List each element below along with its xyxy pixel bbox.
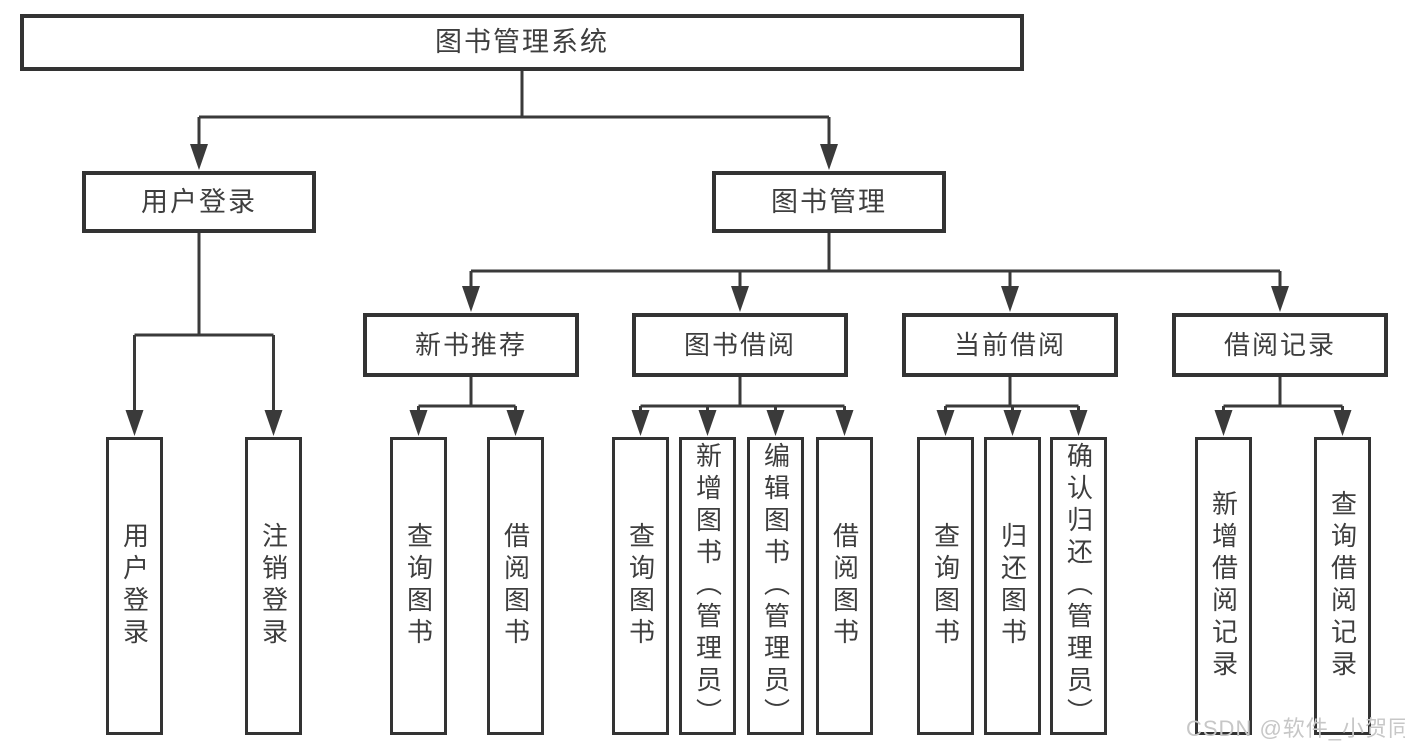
- leaf-label: 查询借阅记录: [1327, 490, 1358, 682]
- node-label: 图书借阅: [683, 330, 796, 360]
- watermark: CSDN @软件_小贺同学: [1186, 716, 1405, 741]
- arrow-down-icon: [698, 410, 717, 436]
- arrow-down-icon: [820, 144, 838, 170]
- leaf-label: 归还图书: [997, 522, 1028, 650]
- leaf-borrowing-borrow-books: 借阅图书: [816, 437, 873, 735]
- leaf-current-return-books: 归还图书: [984, 437, 1041, 735]
- leaf-borrowing-edit-books-admin: 编辑图书（管理员）: [747, 437, 804, 735]
- leaf-current-query-books: 查询图书: [917, 437, 974, 735]
- arrowheads-group: [125, 144, 1352, 436]
- arrow-down-icon: [835, 410, 854, 436]
- leaf-user-login: 用户登录: [106, 437, 163, 735]
- node-borrowing-records: 借阅记录: [1172, 313, 1388, 377]
- leaf-label: 新增借阅记录: [1208, 490, 1239, 682]
- arrow-down-icon: [1069, 410, 1088, 436]
- node-label: 用户登录: [141, 186, 257, 217]
- leaf-label: 新增图书（管理员）: [692, 442, 723, 730]
- node-new-book-recommend: 新书推荐: [363, 313, 579, 377]
- node-label: 当前借阅: [953, 330, 1066, 360]
- arrow-down-icon: [1001, 286, 1019, 312]
- leaf-label: 借阅图书: [500, 522, 531, 650]
- arrow-down-icon: [766, 410, 785, 436]
- node-current-borrowing: 当前借阅: [902, 313, 1118, 377]
- leaf-label: 查询图书: [403, 522, 434, 650]
- arrow-down-icon: [264, 410, 283, 436]
- node-root-system: 图书管理系统: [20, 14, 1024, 71]
- arrow-down-icon: [506, 410, 525, 436]
- leaf-borrowing-query-books: 查询图书: [612, 437, 669, 735]
- node-user-login: 用户登录: [82, 171, 316, 233]
- arrow-down-icon: [1003, 410, 1022, 436]
- leaf-label: 确认归还（管理员）: [1063, 442, 1094, 730]
- leaf-records-query-borrow-record: 查询借阅记录: [1314, 437, 1371, 735]
- arrow-down-icon: [462, 286, 480, 312]
- leaf-label: 用户登录: [119, 522, 150, 650]
- leaf-logout: 注销登录: [245, 437, 302, 735]
- leaf-label: 注销登录: [258, 522, 289, 650]
- arrow-down-icon: [1214, 410, 1233, 436]
- node-book-management: 图书管理: [712, 171, 946, 233]
- leaf-current-confirm-return-admin: 确认归还（管理员）: [1050, 437, 1107, 735]
- arrow-down-icon: [631, 410, 650, 436]
- node-book-borrowing: 图书借阅: [632, 313, 848, 377]
- leaf-label: 查询图书: [625, 522, 656, 650]
- arrow-down-icon: [409, 410, 428, 436]
- arrow-down-icon: [125, 410, 144, 436]
- arrow-down-icon: [190, 144, 208, 170]
- leaf-borrowing-add-books-admin: 新增图书（管理员）: [679, 437, 736, 735]
- leaf-records-add-borrow-record: 新增借阅记录: [1195, 437, 1252, 735]
- arrow-down-icon: [1271, 286, 1289, 312]
- leaf-newbook-query-books: 查询图书: [390, 437, 447, 735]
- leaf-label: 编辑图书（管理员）: [760, 442, 791, 730]
- node-label: 图书管理系统: [435, 27, 609, 57]
- arrow-down-icon: [936, 410, 955, 436]
- node-label: 借阅记录: [1223, 330, 1336, 360]
- arrow-down-icon: [1333, 410, 1352, 436]
- node-label: 新书推荐: [414, 330, 527, 360]
- leaf-label: 借阅图书: [829, 522, 860, 650]
- arrow-down-icon: [731, 286, 749, 312]
- leaf-label: 查询图书: [930, 522, 961, 650]
- leaf-newbook-borrow-books: 借阅图书: [487, 437, 544, 735]
- node-label: 图书管理: [771, 186, 887, 217]
